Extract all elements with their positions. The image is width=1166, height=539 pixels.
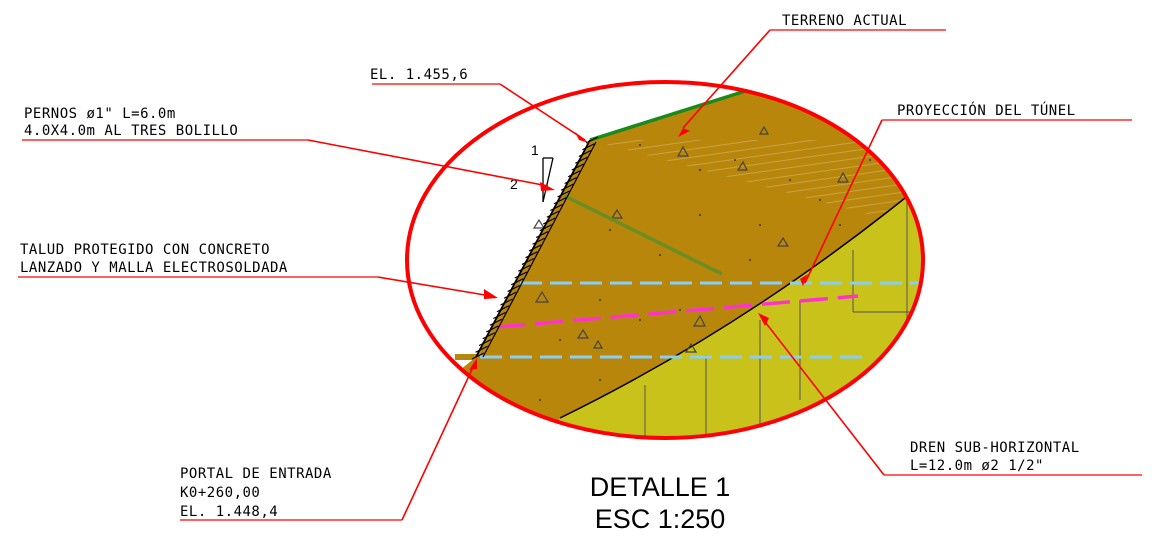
slope-tick: [493, 311, 506, 320]
slope-ratio-vertical: 1: [531, 142, 539, 158]
slope-tick: [575, 156, 588, 164]
terrain-line: [589, 86, 756, 142]
slope-tick: [503, 291, 517, 299]
slope-tick: [585, 136, 599, 144]
slope-tick: [532, 237, 545, 245]
label-portal-line2: K0+260,00: [180, 485, 260, 501]
slope-tick: [542, 217, 556, 225]
label-pernos-line1: PERNOS ø1" L=6.0m: [24, 106, 176, 122]
slope-tick: [475, 345, 488, 353]
slope-tick: [485, 325, 499, 333]
leaders: [18, 29, 1142, 521]
slope-tick: [514, 271, 528, 279]
slope-tick: [546, 210, 560, 218]
slope-tick: [578, 149, 592, 158]
slope-tick: [535, 230, 549, 239]
label-elevation-top: EL. 1.455,6: [370, 67, 468, 83]
slope-tick: [482, 332, 495, 340]
slope-tick: [478, 338, 492, 347]
slope-tick: [539, 224, 552, 232]
slope-tick: [489, 318, 503, 326]
label-talud-line1: TALUD PROTEGIDO CON CONCRETO: [20, 242, 270, 258]
detail-outline: [405, 80, 925, 440]
slope-tick: [525, 251, 538, 259]
slope-tick: [582, 143, 595, 151]
slope-tick: [557, 190, 570, 198]
drain-line: [496, 294, 859, 329]
label-terreno-actual: TERRENO ACTUAL: [782, 13, 907, 29]
slope-ratio-horizontal: 2: [510, 176, 518, 192]
label-portal-line3: EL. 1.448,4: [180, 504, 278, 520]
slope-tick: [510, 278, 524, 286]
slope-tick: [496, 305, 510, 313]
label-talud-line2: LANZADO Y MALLA ELECTROSOLDADA: [20, 260, 288, 276]
shotcrete-slope: [471, 136, 599, 360]
slope-tick: [567, 170, 581, 178]
slope-tick: [553, 197, 567, 205]
rock-bolt: [564, 194, 723, 276]
slope-ratio: 1 2: [510, 142, 554, 203]
slope-tick: [507, 284, 520, 293]
slope-tick: [518, 264, 531, 272]
slope-tick: [560, 183, 574, 191]
slope-tick: [500, 298, 513, 306]
slope-tick: [550, 203, 563, 212]
detail-title: DETALLE 1: [590, 472, 731, 502]
slope-tick: [521, 257, 535, 266]
label-dren-line1: DREN SUB-HORIZONTAL: [910, 440, 1080, 456]
slope-tick: [471, 352, 485, 360]
detail-scale: ESC 1:250: [595, 504, 726, 534]
slope-tick: [528, 244, 542, 252]
label-pernos-line2: 4.0X4.0m AL TRES BOLILLO: [24, 123, 238, 139]
label-proyeccion-tunel: PROYECCIÓN DEL TÚNEL: [897, 101, 1076, 119]
label-portal-line1: PORTAL DE ENTRADA: [180, 466, 332, 482]
slope-tick: [571, 163, 585, 171]
slope-tick: [564, 176, 577, 185]
label-dren-line2: L=12.0m ø2 1/2": [910, 458, 1044, 474]
